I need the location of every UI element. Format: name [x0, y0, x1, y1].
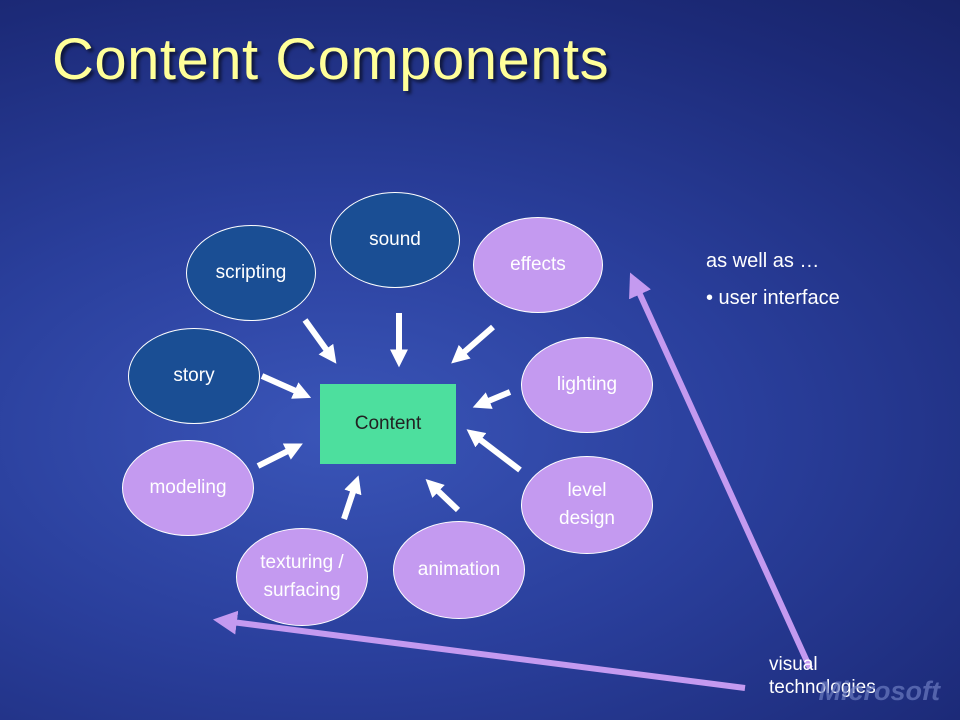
- level-design-line2: design: [559, 508, 615, 529]
- slide-title: Content Components: [52, 27, 610, 92]
- node-scripting-label: scripting: [215, 262, 287, 284]
- arrow-from-story: [260, 373, 312, 399]
- texturing-line2: surfacing: [263, 580, 341, 601]
- level-design-line1: level: [567, 480, 607, 502]
- long-arrow-left: [212, 610, 746, 691]
- content-box-label: Content: [354, 413, 422, 434]
- side-bullet: • user interface: [706, 287, 840, 309]
- node-level-design: level design: [521, 456, 653, 554]
- node-animation: animation: [393, 521, 525, 619]
- side-heading: as well as …: [706, 250, 820, 272]
- node-lighting: lighting: [521, 337, 653, 433]
- node-story-label: story: [173, 365, 215, 387]
- long-arrow-up: [629, 272, 813, 670]
- arrow-from-scripting: [302, 318, 337, 364]
- node-modeling: modeling: [122, 440, 254, 536]
- arrow-from-texturing: [341, 475, 362, 520]
- corner-line1: visual: [769, 654, 818, 675]
- node-effects-label: effects: [510, 254, 566, 276]
- node-level-design-label: level design: [559, 477, 615, 532]
- node-story: story: [128, 328, 260, 424]
- node-scripting: scripting: [186, 225, 316, 321]
- arrow-from-level-design: [466, 429, 522, 473]
- node-texturing-label: texturing / surfacing: [260, 549, 343, 604]
- node-texturing: texturing / surfacing: [236, 528, 368, 626]
- arrow-from-modeling: [256, 443, 303, 469]
- node-modeling-label: modeling: [149, 477, 227, 499]
- arrow-from-animation: [425, 479, 461, 513]
- arrow-from-lighting: [472, 389, 512, 409]
- content-box: Content: [320, 384, 456, 464]
- texturing-line1: texturing /: [260, 552, 344, 574]
- node-sound: sound: [330, 192, 460, 288]
- node-animation-label: animation: [417, 559, 501, 581]
- node-effects: effects: [473, 217, 603, 313]
- microsoft-logo: Microsoft: [818, 676, 941, 706]
- node-lighting-label: lighting: [556, 374, 618, 396]
- corner-line2: technologies: [769, 676, 876, 698]
- node-sound-label: sound: [369, 229, 421, 251]
- arrow-from-effects: [451, 324, 495, 364]
- corner-label: visual technologies: [769, 654, 876, 700]
